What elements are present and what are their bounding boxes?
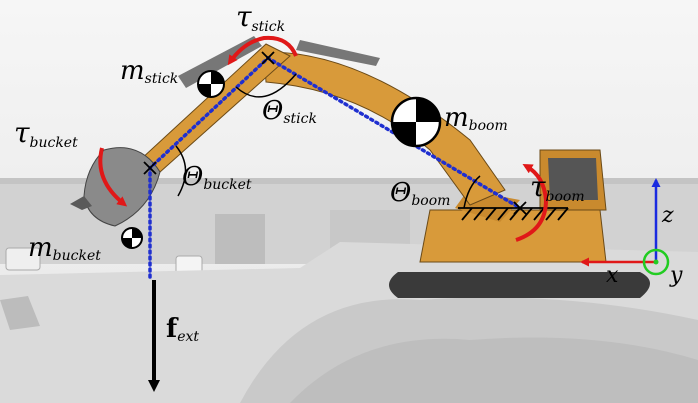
x-axis-label: x [606, 263, 619, 288]
m-stick-label: mstick [120, 56, 178, 87]
torque-arrows [98, 35, 549, 242]
bucket-torque-arrow [98, 147, 128, 207]
stick-joint-marker [261, 51, 275, 65]
excavator-bucket [83, 147, 161, 227]
com-marker-stick [197, 70, 225, 98]
com-marker-boom [390, 96, 442, 148]
parked-van-left [5, 247, 41, 271]
m-bucket-label: mbucket [28, 233, 101, 264]
f-ext-label: fext [166, 314, 199, 345]
theta-boom-label: Θboom [390, 178, 450, 209]
left-debris [0, 296, 40, 330]
y-axis-dot [653, 259, 659, 265]
theta-stick-label: Θstick [262, 96, 317, 127]
cab-window [548, 158, 598, 200]
boom-cylinder [296, 40, 380, 66]
tau-bucket-label: τbucket [14, 116, 78, 151]
joints [143, 51, 527, 215]
excavator [70, 36, 650, 298]
stick-angle-arc [235, 73, 297, 98]
coordinate-frame [580, 178, 670, 276]
tau-boom-label: τboom [530, 170, 585, 205]
ground-hatch-marks [461, 207, 569, 221]
excavator-tracks [389, 272, 650, 298]
z-axis-label: z [661, 203, 674, 228]
theta-bucket-label: Θbucket [182, 162, 252, 193]
boom-angle-arc [463, 175, 481, 209]
boom-torque-arrow [515, 164, 549, 242]
y-axis-label: y [669, 263, 683, 288]
gravel-pile-front [290, 337, 698, 403]
warehouse-roofline [0, 178, 698, 184]
tau-stick-label: τstick [236, 0, 285, 35]
stick-torque-arrow [227, 35, 298, 66]
bucket-teeth [70, 196, 92, 210]
com-marker-bucket [121, 227, 143, 249]
bucket-angle-arc [175, 145, 187, 197]
ground-hatch [458, 207, 569, 221]
y-axis-circle [642, 248, 670, 276]
bucket-joint-marker [143, 161, 157, 175]
m-boom-label: mboom [444, 103, 508, 134]
warehouse-door [215, 214, 265, 264]
angle-arcs [175, 73, 481, 209]
